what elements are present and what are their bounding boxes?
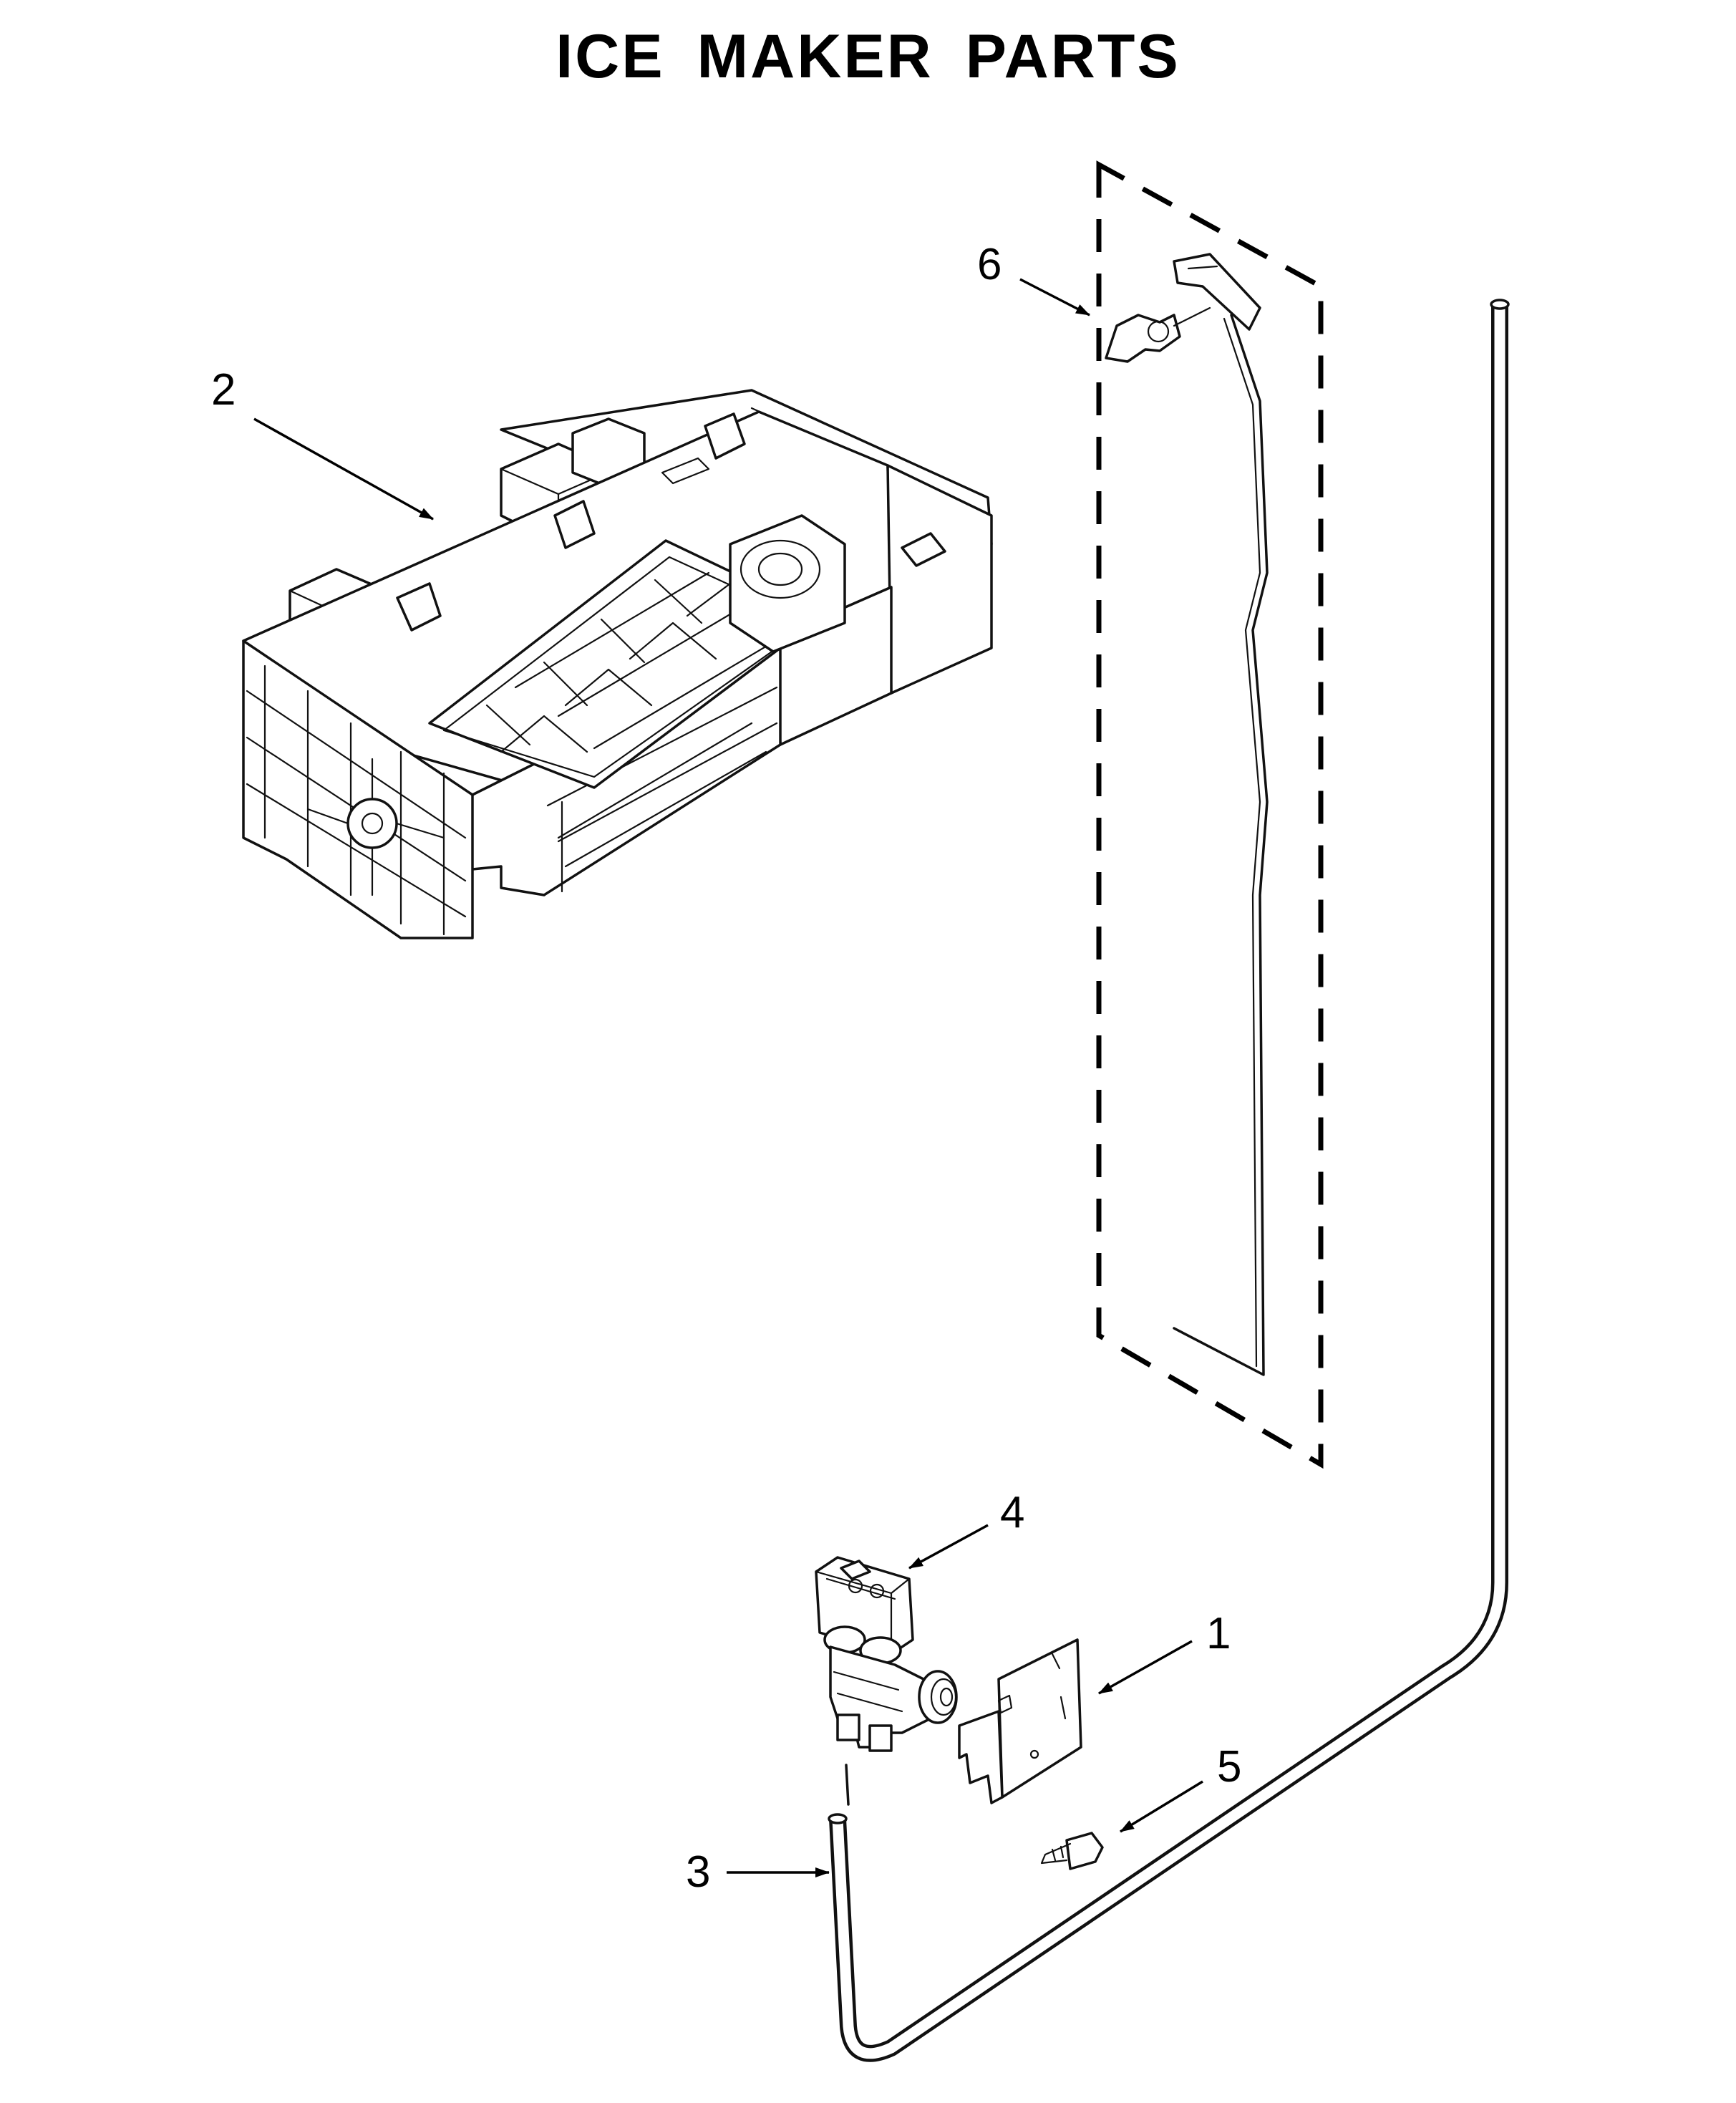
callout-4: 4 <box>908 1488 1024 1570</box>
callout-4-label: 4 <box>1000 1488 1024 1537</box>
callout-5-leader <box>1120 1780 1203 1833</box>
callout-1: 1 <box>1098 1609 1231 1695</box>
callout-5: 5 <box>1120 1742 1241 1833</box>
callout-1-leader <box>1098 1640 1193 1695</box>
callout-3-label: 3 <box>686 1847 710 1897</box>
wire-harness-assembly[interactable] <box>1096 160 1324 1469</box>
callout-4-leader <box>908 1524 989 1570</box>
callout-3: 3 <box>686 1847 830 1897</box>
callout-2-leader <box>253 417 434 521</box>
callout-2-label: 2 <box>211 365 236 415</box>
callout-5-label: 5 <box>1217 1742 1241 1792</box>
callout-6-leader <box>1019 278 1090 316</box>
page-title: ICE MAKER PARTS <box>556 22 1180 91</box>
callout-6: 6 <box>977 240 1090 316</box>
callout-6-label: 6 <box>977 240 1002 289</box>
water-tube-short[interactable] <box>845 1764 850 1806</box>
water-valve[interactable] <box>815 1556 958 1752</box>
mounting-screw[interactable] <box>1040 1832 1104 1870</box>
valve-bracket[interactable] <box>958 1638 1082 1804</box>
ice-maker-assembly[interactable] <box>242 389 993 939</box>
callout-2: 2 <box>211 365 434 521</box>
water-tube-long[interactable] <box>828 299 1510 2062</box>
callout-1-label: 1 <box>1206 1609 1231 1658</box>
